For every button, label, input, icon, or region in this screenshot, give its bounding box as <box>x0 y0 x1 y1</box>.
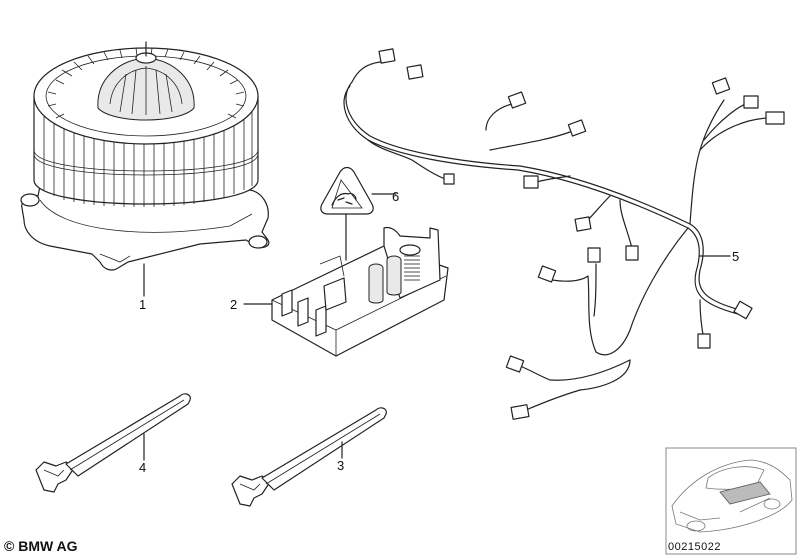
part-label-6: 6 <box>392 189 399 204</box>
copyright-notice: © BMW AG <box>4 538 78 554</box>
part-label-2: 2 <box>230 297 237 312</box>
part-label-4: 4 <box>139 460 146 475</box>
wiring-harness <box>343 48 785 420</box>
part-label-1: 1 <box>139 297 146 312</box>
car-thumbnail <box>665 447 797 555</box>
cable-tie-3 <box>231 407 387 507</box>
cable-tie-4 <box>35 393 191 493</box>
part-label-3: 3 <box>337 458 344 473</box>
warning-label <box>320 166 397 215</box>
blower-resistor <box>243 213 449 357</box>
part-label-5: 5 <box>732 249 739 264</box>
blower-motor <box>20 41 270 297</box>
reference-number: 00215022 <box>668 541 721 553</box>
